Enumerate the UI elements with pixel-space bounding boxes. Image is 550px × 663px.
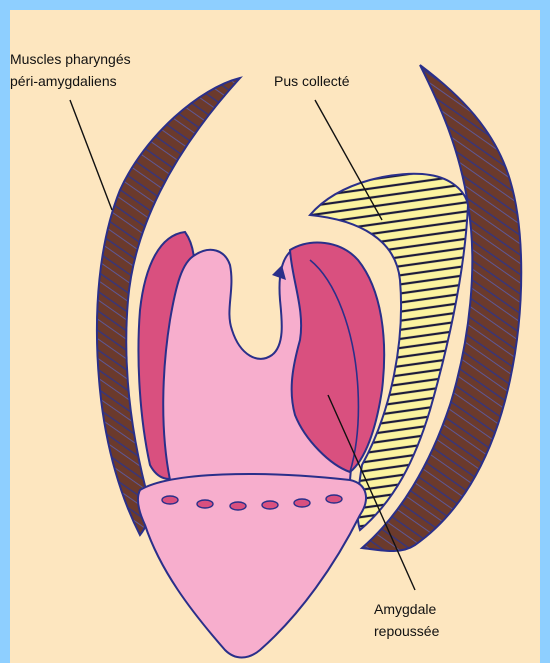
muscles-label-line2: péri-amygdaliens — [10, 72, 117, 90]
amygdale-label-line2: repoussée — [374, 622, 439, 640]
pus-label: Pus collecté — [274, 72, 349, 90]
amygdale-label-line1: Amygdale — [374, 600, 436, 618]
muscles-label-line1: Muscles pharyngés — [10, 50, 131, 68]
diagram-panel: Muscles pharyngés péri-amygdaliens Pus c… — [10, 10, 540, 663]
peritonsillar-abscess-illustration — [10, 10, 540, 663]
leader-line-muscles — [70, 100, 112, 210]
